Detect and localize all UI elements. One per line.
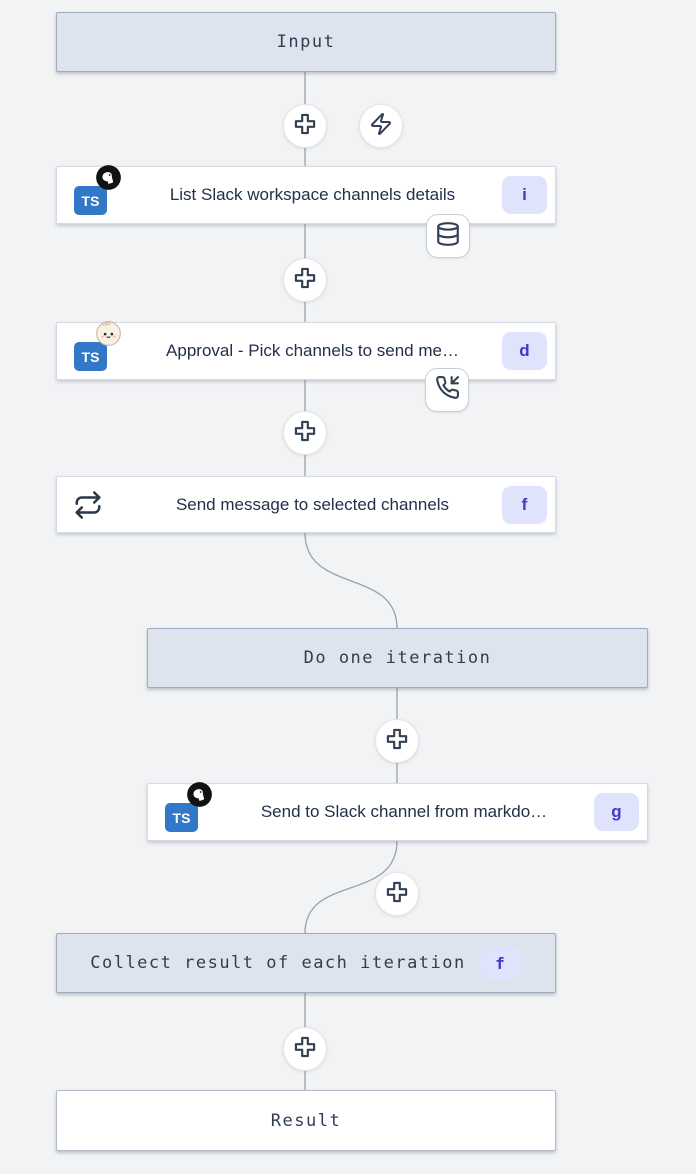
typescript-icon: TS xyxy=(165,803,198,832)
plus-icon xyxy=(292,111,318,142)
step-id-badge: d xyxy=(502,332,547,370)
flow-result-node[interactable]: Result xyxy=(56,1090,556,1151)
insert-step-button-6[interactable] xyxy=(283,1027,327,1071)
insert-step-button-3[interactable] xyxy=(283,411,327,455)
typescript-deno-icon: TS xyxy=(73,164,123,223)
loop-iteration-label: Do one iteration xyxy=(303,648,492,668)
plus-icon xyxy=(384,879,410,910)
step-id-badge: g xyxy=(594,793,639,831)
step-node-approval-pick-channels[interactable]: TS Approval - Pick channels to send me… … xyxy=(56,320,556,380)
plus-icon xyxy=(384,726,410,757)
repeat-icon xyxy=(73,490,123,520)
plus-icon xyxy=(292,1034,318,1065)
step-label: Approval - Pick channels to send me… xyxy=(166,341,459,360)
step-node-send-to-slack-channel[interactable]: TS Send to Slack channel from markdo… g xyxy=(147,781,648,841)
cache-indicator xyxy=(426,214,470,258)
insert-step-button-1[interactable] xyxy=(283,104,327,148)
bun-icon xyxy=(95,320,122,347)
loop-collect-node[interactable]: Collect result of each iteration f xyxy=(56,933,556,993)
step-node-send-message-forloop[interactable]: Send message to selected channels f xyxy=(56,476,556,533)
loop-iteration-header[interactable]: Do one iteration xyxy=(147,628,648,688)
step-label: Send message to selected channels xyxy=(175,494,450,514)
step-id-badge: i xyxy=(502,176,547,214)
insert-step-button-2[interactable] xyxy=(283,258,327,302)
insert-step-button-4[interactable] xyxy=(375,719,419,763)
deno-icon xyxy=(186,781,213,808)
insert-step-button-5[interactable] xyxy=(375,872,419,916)
step-id-badge: f xyxy=(502,485,547,524)
trigger-button[interactable] xyxy=(359,104,403,148)
deno-icon xyxy=(95,164,122,191)
phone-incoming-icon xyxy=(435,375,460,405)
step-node-list-slack-channels[interactable]: TS List Slack workspace channels details… xyxy=(56,164,556,224)
plus-icon xyxy=(292,265,318,296)
flow-input-label: Input xyxy=(276,32,336,52)
plus-icon xyxy=(292,418,318,449)
flow-result-label: Result xyxy=(270,1110,342,1131)
typescript-icon: TS xyxy=(74,342,107,371)
database-icon xyxy=(435,221,461,252)
flow-input-node[interactable]: Input xyxy=(56,12,556,72)
typescript-deno-icon: TS xyxy=(164,781,214,840)
zap-icon xyxy=(369,112,393,141)
typescript-icon: TS xyxy=(74,186,107,215)
step-label: Send to Slack channel from markdo… xyxy=(260,802,548,821)
typescript-bun-icon: TS xyxy=(73,320,123,379)
step-label: List Slack workspace channels details xyxy=(169,185,456,204)
suspend-indicator xyxy=(425,368,469,412)
loop-collect-label: Collect result of each iteration xyxy=(90,953,466,973)
step-id-badge: f xyxy=(479,946,522,980)
